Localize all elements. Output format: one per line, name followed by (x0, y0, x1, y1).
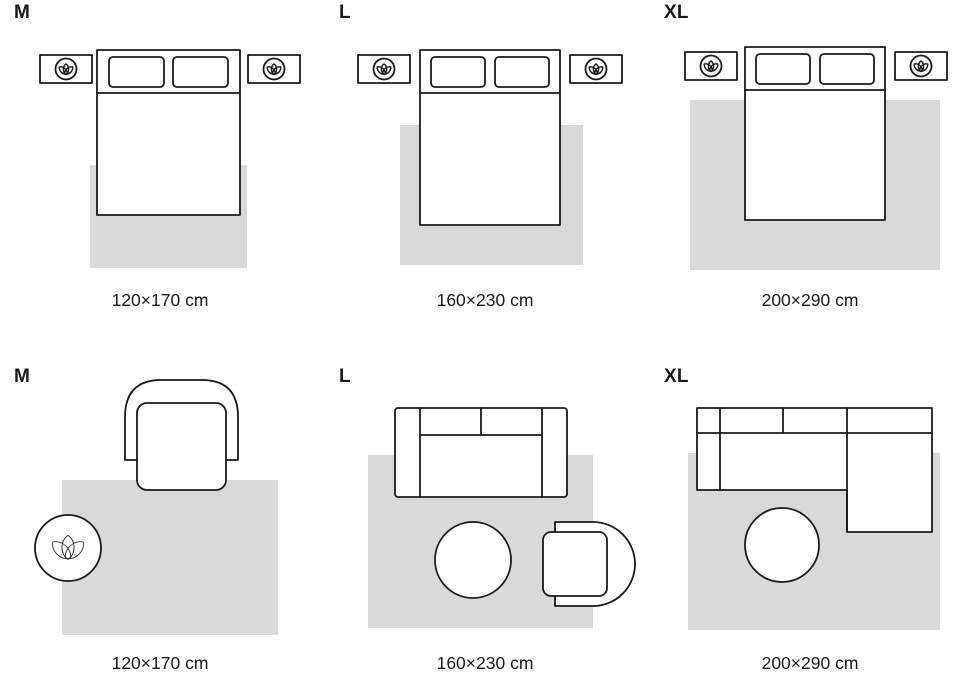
pillow (820, 54, 874, 84)
panel-bedroom-m: M (0, 0, 320, 330)
bedroom-scene-l (325, 40, 645, 265)
rug-dimensions: 120×170 cm (111, 290, 209, 310)
size-label: M (14, 2, 31, 23)
size-label: XL (664, 366, 689, 387)
bed (745, 47, 885, 220)
nightstand (248, 55, 300, 83)
nightstand (895, 52, 947, 80)
plant-icon (703, 61, 720, 73)
plant-icon (588, 64, 605, 76)
living-scene-l (368, 375, 645, 628)
panel-bedroom-xl: XL (650, 0, 960, 330)
armchair (125, 380, 238, 490)
rug-dimensions: 160×230 cm (436, 653, 534, 673)
living-scene-m (0, 375, 278, 635)
panel-living-m: M 120×170 cm (0, 360, 320, 690)
sectional-sofa (697, 408, 932, 532)
rug-dimensions: 120×170 cm (111, 653, 209, 673)
panel-living-l: L 160×230 cm (325, 360, 645, 690)
pillow (495, 57, 549, 87)
pillow (756, 54, 810, 84)
bedroom-scene-xl (650, 40, 960, 270)
size-label: L (339, 2, 351, 23)
bed (97, 50, 240, 215)
panel-bedroom-l: L (325, 0, 645, 330)
nightstand (570, 55, 622, 83)
sofa (395, 408, 567, 497)
rug-dimensions: 200×290 cm (761, 653, 859, 673)
side-table (35, 515, 101, 581)
nightstand (685, 52, 737, 80)
size-label: XL (664, 2, 689, 23)
size-label: L (339, 366, 351, 387)
pillow (431, 57, 485, 87)
coffee-table (435, 522, 511, 598)
bedroom-scene-m (0, 40, 320, 268)
bed (420, 50, 560, 225)
pillow (109, 57, 164, 87)
plant-icon (49, 535, 88, 562)
rug-dimensions: 200×290 cm (761, 290, 859, 310)
coffee-table (745, 508, 819, 582)
armchair (543, 522, 635, 606)
pillow (173, 57, 228, 87)
plant-icon (58, 64, 75, 76)
plant-icon (266, 64, 283, 76)
rug-dimensions: 160×230 cm (436, 290, 534, 310)
nightstand (40, 55, 92, 83)
panel-living-xl: XL 200×290 cm (650, 360, 960, 690)
nightstand (358, 55, 410, 83)
plant-icon (376, 64, 393, 76)
plant-icon (913, 61, 930, 73)
size-label: M (14, 366, 31, 387)
living-scene-xl (688, 375, 940, 630)
